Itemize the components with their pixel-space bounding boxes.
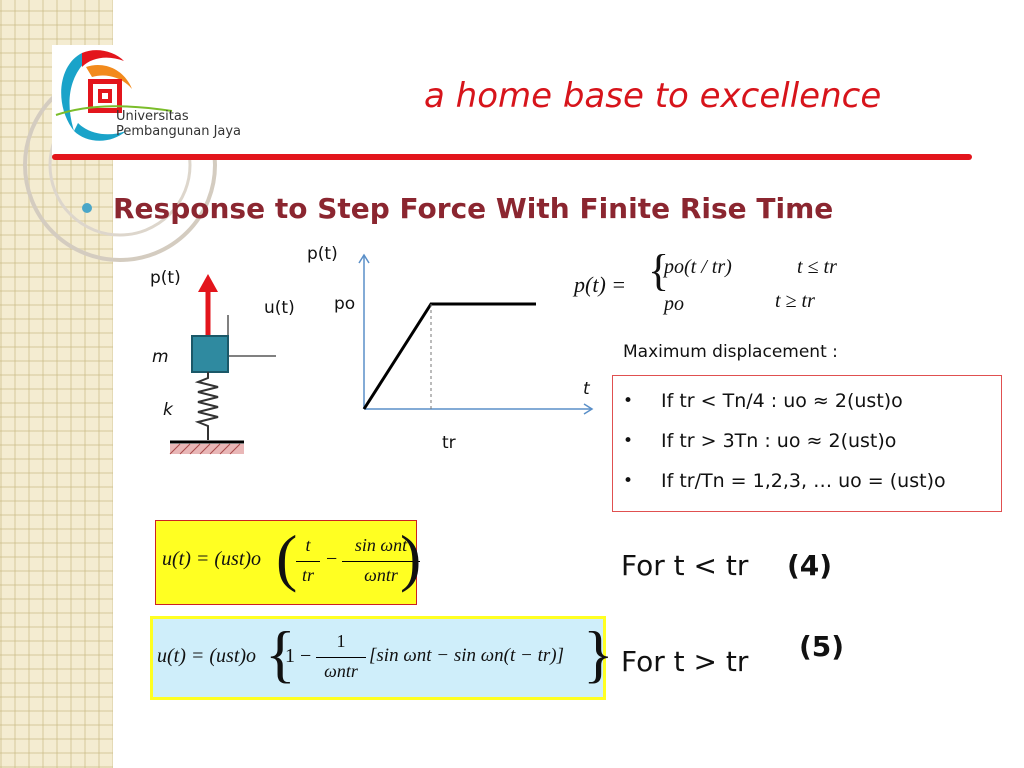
equation-4-box: u(t) = (ust)o ( t tr − sin ωnt ωntr ) bbox=[155, 520, 421, 605]
university-logo-icon bbox=[55, 50, 173, 141]
force-label: p(t) bbox=[150, 268, 181, 288]
eq4-frac2-den: ωntr bbox=[364, 565, 398, 585]
bullet-icon: • bbox=[623, 391, 634, 411]
piecewise-case2-expr: po bbox=[664, 293, 684, 315]
mass-label: m bbox=[152, 347, 169, 367]
piecewise-case1-cond: t ≤ tr bbox=[797, 256, 837, 278]
eq5-number: (5) bbox=[799, 630, 845, 663]
graph-y-label: p(t) bbox=[307, 244, 338, 264]
logo-text-line2: Pembangunan Jaya bbox=[116, 124, 242, 139]
eq4-minus: − bbox=[326, 548, 338, 570]
equation-5-box: u(t) = (ust)o { 1 − 1 ωntr [sin ωnt − si… bbox=[150, 616, 614, 700]
bullet-icon: • bbox=[623, 471, 634, 491]
eq5-frac-bar bbox=[316, 657, 366, 658]
eq5-bracket: [sin ωnt − sin ωn(t − tr)] bbox=[369, 645, 564, 666]
eq5-frac-num: 1 bbox=[336, 631, 346, 651]
eq4-condition: For t < tr bbox=[621, 549, 749, 582]
eq5-frac-den: ωntr bbox=[324, 661, 358, 681]
load-history-graph bbox=[358, 253, 594, 415]
title-bullet-icon bbox=[82, 203, 92, 213]
max-disp-item-1: If tr < Tn/4 : uo ≈ 2(ust)o bbox=[661, 390, 903, 412]
bullet-icon: • bbox=[623, 431, 634, 451]
load-curve bbox=[362, 302, 536, 410]
header-divider bbox=[52, 154, 972, 160]
max-disp-item-3: If tr/Tn = 1,2,3, … uo = (ust)o bbox=[661, 470, 946, 492]
piecewise-brace: { bbox=[648, 246, 670, 295]
logo-text-line1: Universitas bbox=[116, 109, 189, 124]
graph-level-label: po bbox=[334, 294, 356, 314]
max-disp-heading: Maximum displacement : bbox=[623, 342, 838, 362]
eq5-lhs: u(t) = (ust)o bbox=[157, 645, 257, 667]
max-disp-list: • If tr < Tn/4 : uo ≈ 2(ust)o • If tr > 3T… bbox=[613, 376, 1001, 506]
tagline: a home base to excellence bbox=[424, 76, 882, 116]
max-disp-box: • If tr < Tn/4 : uo ≈ 2(ust)o • If tr > 3T… bbox=[612, 375, 1002, 512]
list-item: • If tr > 3Tn : uo ≈ 2(ust)o bbox=[613, 426, 1001, 466]
piecewise-case1-expr: po(t / tr) bbox=[664, 256, 732, 278]
mass-spring-diagram bbox=[169, 274, 276, 455]
eq5-brace-right: } bbox=[583, 618, 614, 689]
list-item: • If tr < Tn/4 : uo ≈ 2(ust)o bbox=[613, 386, 1001, 426]
eq5-brace-left: { bbox=[265, 618, 296, 689]
graph-x-label: t bbox=[583, 379, 590, 399]
eq4-lhs: u(t) = (ust)o bbox=[162, 548, 262, 570]
eq4-paren-right: ) bbox=[400, 522, 422, 593]
piecewise-case2-cond: t ≥ tr bbox=[775, 290, 815, 312]
eq5-condition: For t > tr bbox=[621, 645, 749, 678]
slide-title: Response to Step Force With Finite Rise … bbox=[113, 192, 834, 225]
eq4-frac2-num: sin ωnt bbox=[354, 535, 408, 555]
eq4-paren-left: ( bbox=[276, 522, 298, 593]
eq4-number: (4) bbox=[787, 549, 833, 582]
list-item: • If tr/Tn = 1,2,3, … uo = (ust)o bbox=[613, 466, 1001, 506]
eq4-frac1-num: t bbox=[305, 535, 311, 555]
logo: Universitas Pembangunan Jaya bbox=[52, 45, 252, 155]
eq5-one: 1 − bbox=[285, 645, 312, 667]
graph-tick-label: tr bbox=[442, 433, 456, 453]
max-disp-item-2: If tr > 3Tn : uo ≈ 2(ust)o bbox=[661, 430, 897, 452]
eq4-frac1-bar bbox=[296, 561, 320, 562]
eq4-frac2-bar bbox=[342, 561, 420, 562]
piecewise-lhs: p(t) = bbox=[574, 272, 627, 297]
displacement-label: u(t) bbox=[264, 298, 295, 318]
spring-label: k bbox=[163, 400, 173, 420]
eq4-frac1-den: tr bbox=[301, 565, 314, 585]
